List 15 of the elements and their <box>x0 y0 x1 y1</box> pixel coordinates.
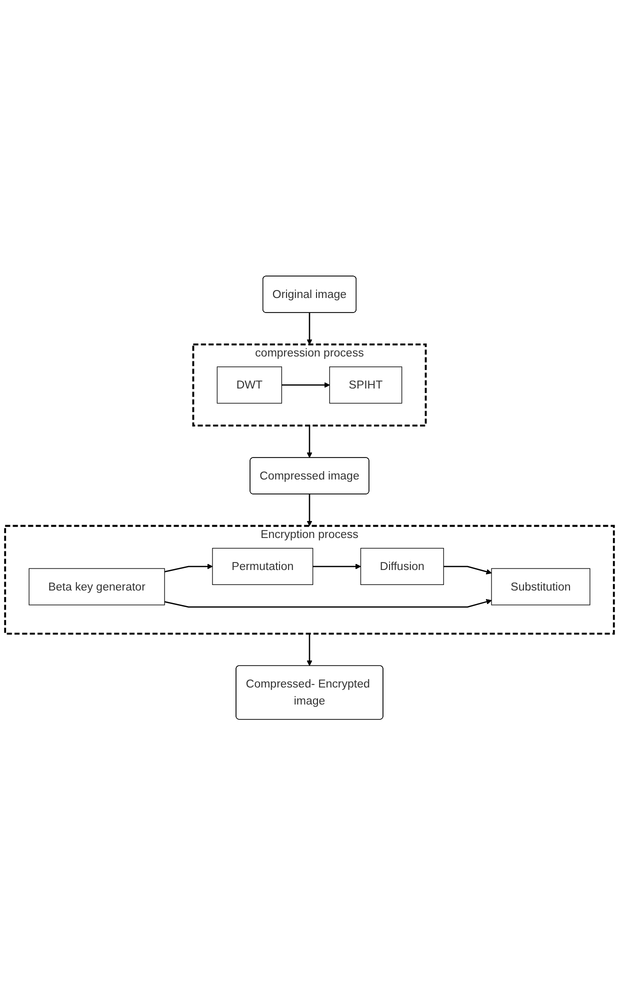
node-box: SPIHT <box>329 366 402 404</box>
arrow <box>164 599 492 608</box>
arrow <box>164 564 213 573</box>
arrow <box>306 634 312 666</box>
arrow <box>306 494 312 526</box>
arrow <box>282 382 330 388</box>
node-box: Beta key generator <box>28 568 165 606</box>
node-box: DWT <box>216 366 282 404</box>
node-box: Diffusion <box>360 548 444 586</box>
node-box: Permutation <box>212 548 314 586</box>
arrow <box>312 564 361 570</box>
node-box: Substitution <box>491 568 590 606</box>
arrow <box>444 566 492 575</box>
arrow <box>306 426 312 458</box>
arrow <box>306 312 312 346</box>
